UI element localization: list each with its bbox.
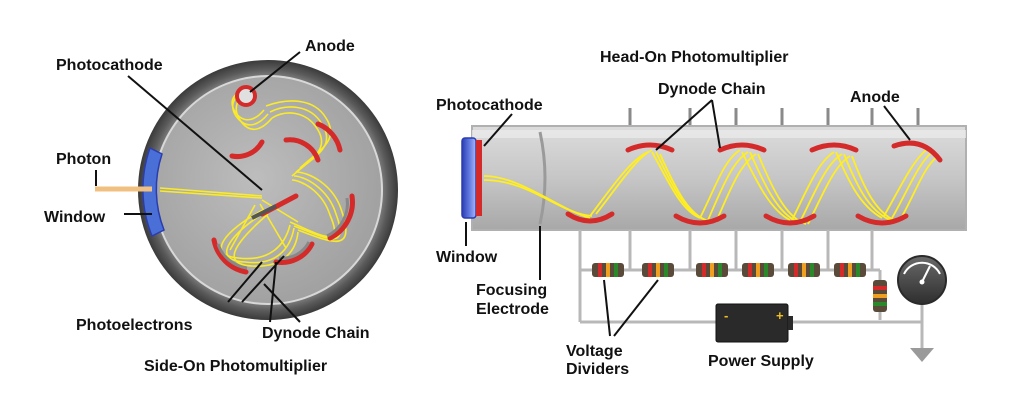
battery-icon: - + <box>715 303 793 343</box>
side-on-dynode-4 <box>315 121 343 153</box>
side-on-label-anode: Anode <box>305 38 355 55</box>
side-on-photocathode-plate <box>251 204 277 220</box>
head-on-label-window: Window <box>436 249 498 266</box>
head-on-dynode-6 <box>809 142 859 153</box>
resistor-2 <box>642 263 674 277</box>
head-on-title: Head-On Photomultiplier <box>600 49 788 66</box>
resistor-4 <box>742 263 774 277</box>
head-on-label-anode: Anode <box>850 89 900 106</box>
ground-arrow-icon <box>910 348 934 362</box>
battery-minus-label: - <box>724 308 728 323</box>
head-on-dynode-7 <box>855 213 909 226</box>
resistor-3 <box>696 263 728 277</box>
side-on-dynode-2 <box>273 241 315 265</box>
side-on-title: Side-On Photomultiplier <box>144 358 327 375</box>
side-on-dynode-6 <box>229 139 265 159</box>
side-on-label-photocathode: Photocathode <box>56 57 163 74</box>
head-on-dynode-2 <box>625 142 675 153</box>
head-on-top-pins <box>628 108 920 126</box>
head-on-dynode-1 <box>565 211 615 224</box>
head-on-dynodes-top <box>625 140 943 163</box>
head-on-dynode-4 <box>717 142 767 153</box>
voltage-divider-resistors <box>592 263 887 312</box>
resistor-6 <box>834 263 866 277</box>
head-on-anode <box>891 140 943 163</box>
head-on-dynode-3 <box>673 213 727 226</box>
resistor-1 <box>592 263 624 277</box>
side-on-label-window: Window <box>44 209 106 226</box>
head-on-label-photocathode: Photocathode <box>436 97 543 114</box>
side-on-label-dynode-chain: Dynode Chain <box>262 325 370 342</box>
head-on-label-dynode-chain: Dynode Chain <box>658 81 766 98</box>
side-on-dynode-3 <box>327 193 355 241</box>
side-on-tube <box>95 60 398 320</box>
head-on-tube <box>461 108 967 231</box>
side-on-dynode-5 <box>283 137 321 163</box>
head-on-focusing-electrode <box>538 131 547 225</box>
head-on-dynodes-bottom <box>565 211 909 226</box>
head-on-label-power-supply: Power Supply <box>708 353 814 370</box>
head-on-leaders <box>465 99 911 337</box>
head-on-tube-highlight <box>472 130 966 138</box>
side-on-dynodes <box>211 121 355 275</box>
side-on-leaders <box>95 51 301 323</box>
resistor-5 <box>788 263 820 277</box>
resistor-load <box>873 280 887 312</box>
head-on-window <box>461 137 477 219</box>
side-on-dynode-1 <box>211 237 249 275</box>
head-on-label-voltage-line1: Voltage <box>566 343 623 360</box>
battery-plus-label: + <box>776 308 784 323</box>
head-on-label-voltage-line2: Dividers <box>566 361 629 378</box>
head-on-label-focusing-line1: Focusing <box>476 282 547 299</box>
head-on-dynode-5 <box>763 213 817 226</box>
meter-gauge-icon <box>897 255 947 305</box>
head-on-photocathode <box>476 140 482 216</box>
head-on-label-focusing-line2: Electrode <box>476 301 549 318</box>
side-on-label-photon: Photon <box>56 151 111 168</box>
side-on-label-photoelectrons: Photoelectrons <box>76 317 193 334</box>
